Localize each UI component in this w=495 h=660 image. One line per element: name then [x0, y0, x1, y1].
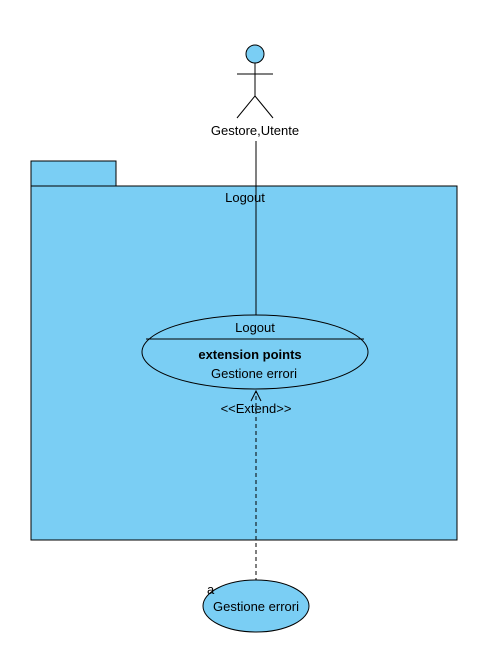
use-case-corner-label: a: [207, 582, 215, 597]
open-arrowhead-icon: [250, 389, 262, 402]
package-title: Logout: [225, 190, 265, 205]
stick-figure-icon: [236, 44, 274, 119]
extend-stereotype: <<Extend>>: [221, 401, 292, 416]
use-case-gestione-errori-ellipse: [202, 579, 310, 633]
extension-point-item: Gestione errori: [211, 366, 297, 381]
use-case-gestione-errori[interactable]: Gestione errori a: [202, 579, 310, 633]
extend-relationship[interactable]: <<Extend>>: [221, 389, 292, 582]
use-case-logout-title: Logout: [235, 320, 275, 335]
extension-points-heading: extension points: [198, 347, 301, 362]
actor-label: Gestore,Utente: [211, 123, 299, 138]
use-case-gestione-errori-title: Gestione errori: [213, 599, 299, 614]
actor-gestore-utente[interactable]: Gestore,Utente: [211, 44, 299, 138]
package-tab: [30, 160, 117, 188]
use-case-logout[interactable]: Logout extension points Gestione errori: [141, 314, 369, 390]
use-case-logout-ellipse: [141, 314, 369, 390]
